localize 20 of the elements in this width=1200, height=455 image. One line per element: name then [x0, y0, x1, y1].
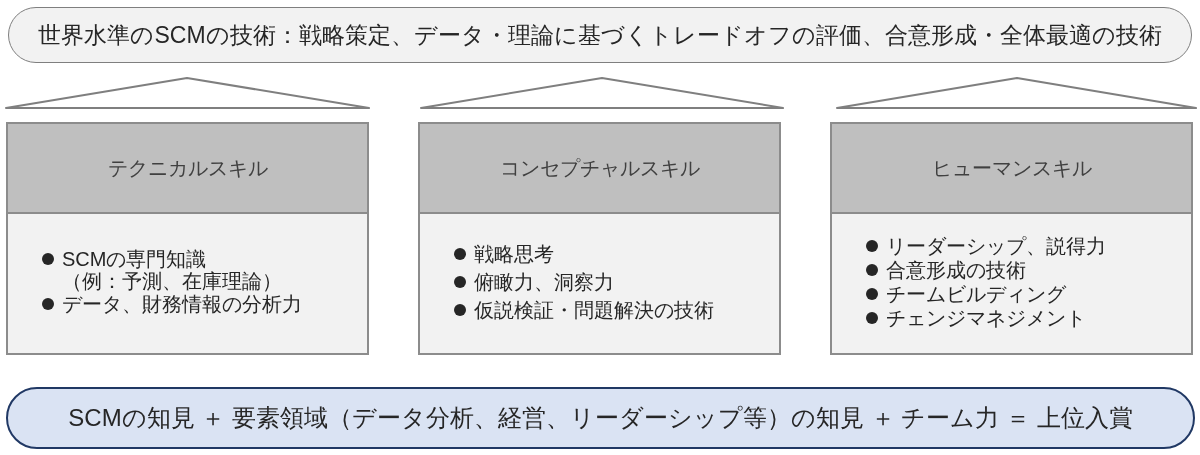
pillar-header: コンセプチャルスキル — [418, 122, 781, 214]
skill-item: チェンジマネジメント — [886, 305, 1087, 330]
skill-item: 仮説検証・問題解決の技術 — [474, 297, 715, 323]
pillar-body — [418, 214, 781, 355]
skill-item: データ、財務情報の分析力 — [62, 292, 303, 316]
skill-item: 合意形成の技術 — [886, 257, 1027, 282]
pillar-body — [830, 214, 1193, 355]
pillar-body — [6, 214, 369, 355]
pillar-header: テクニカルスキル — [6, 122, 369, 214]
roof-triangle — [4, 76, 371, 110]
skill-item: 俯瞰力、洞察力 — [474, 269, 615, 295]
foundation-banner: SCMの知見 ＋ 要素領域（データ分析、経営、リーダーシップ等）の知見 ＋ チーム力 ＝ 上位入賞 — [6, 387, 1195, 449]
roof-triangle — [835, 76, 1198, 110]
roof-triangle — [419, 76, 785, 110]
roof-banner: 世界水準のSCMの技術：戦略策定、データ・理論に基づくトレードオフの評価、合意形成・全体最適の技術 — [8, 7, 1192, 63]
skill-item: リーダーシップ、説得力 — [886, 233, 1107, 258]
pillar-header: ヒューマンスキル — [830, 122, 1193, 214]
skill-item: 戦略思考 — [474, 241, 555, 267]
skill-item: SCMの専門知識（例：予測、在庫理論） — [62, 247, 283, 293]
skill-item: チームビルディング — [886, 281, 1067, 306]
